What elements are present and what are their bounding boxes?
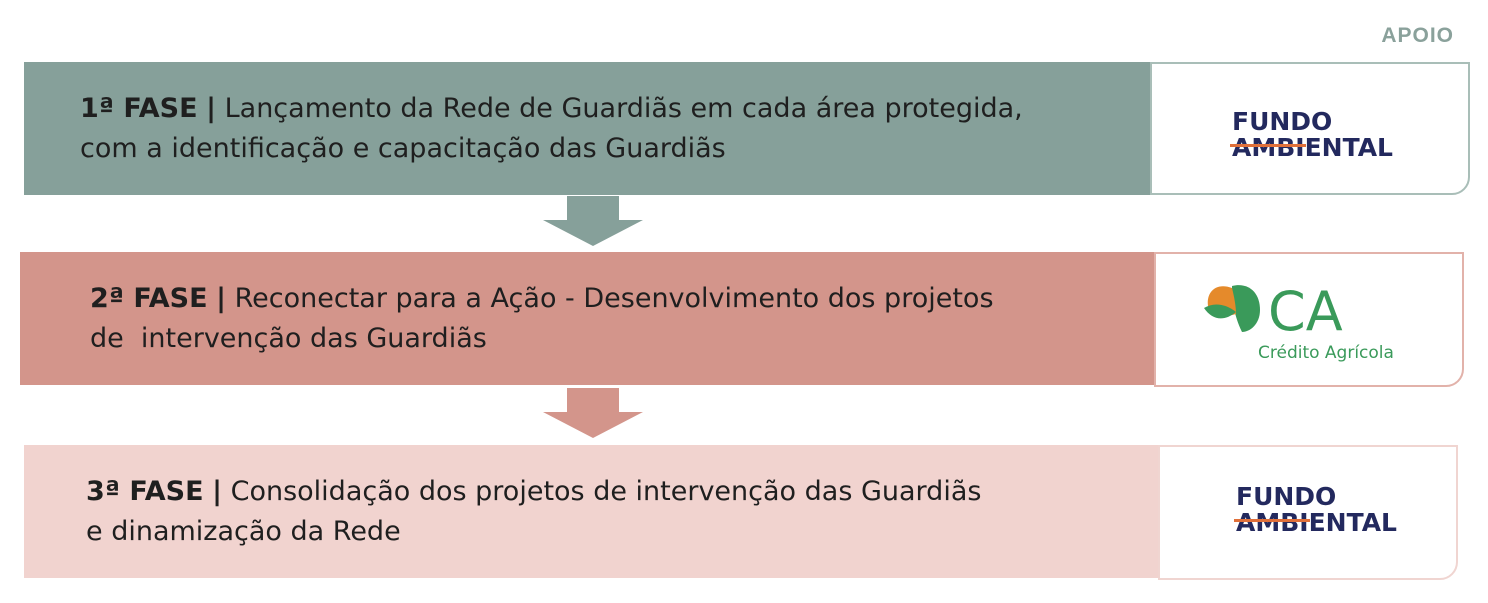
fundo-ambiental-accent-bar [1234, 519, 1310, 522]
phase-2-description-line-1: Reconectar para a Ação - Desenvolvimento… [234, 282, 994, 314]
fundo-ambiental-logo: FUNDO AMBIENTAL [1234, 482, 1397, 537]
phase-3-box: 3ª FASE | Consolidação dos projetos de i… [24, 445, 1160, 578]
phase-3-description-line-1: Consolidação dos projetos de intervenção… [230, 475, 982, 507]
arrow-down-1-icon [543, 196, 643, 246]
phase-3-description-line-2: e dinamização da Rede [86, 515, 401, 547]
phase-3-text: 3ª FASE | Consolidação dos projetos de i… [86, 445, 1120, 578]
phase-2-box: 2ª FASE | Reconectar para a Ação - Desen… [20, 252, 1156, 385]
credito-agricola-logo: CA Crédito Agrícola [1204, 280, 1394, 363]
phase-2-line-1: 2ª FASE | Reconectar para a Ação - Desen… [90, 279, 1116, 319]
fundo-ambiental-logo-line-1: FUNDO [1232, 107, 1332, 136]
credito-agricola-mark: CA [1268, 280, 1343, 343]
phase-3-sponsor-logo-box: FUNDO AMBIENTAL [1158, 445, 1458, 580]
phase-1-text: 1ª FASE | Lançamento da Rede de Guardiãs… [80, 62, 1112, 195]
credito-agricola-leaves-icon [1204, 285, 1260, 332]
fundo-ambiental-logo-line-2: AMBIENTAL [1232, 133, 1393, 162]
phase-2-sponsor-logo-box: CA Crédito Agrícola [1154, 252, 1464, 387]
apoio-label: APOIO [1381, 24, 1454, 47]
phase-1-separator: | [206, 92, 217, 124]
phase-2-description-line-2: de intervenção das Guardiãs [90, 322, 487, 354]
phase-3-line-1: 3ª FASE | Consolidação dos projetos de i… [86, 472, 1120, 512]
fundo-ambiental-logo: FUNDO AMBIENTAL [1230, 107, 1393, 162]
fundo-ambiental-logo-line-1: FUNDO [1236, 482, 1336, 511]
arrow-down-2-icon [543, 388, 643, 438]
phase-1-description-line-2: com a identificação e capacitação das Gu… [80, 132, 726, 164]
phase-2-text: 2ª FASE | Reconectar para a Ação - Desen… [90, 252, 1116, 385]
phase-3-label: 3ª FASE [86, 475, 204, 507]
phase-1-label: 1ª FASE [80, 92, 198, 124]
fundo-ambiental-accent-bar [1230, 144, 1306, 147]
phase-2-label: 2ª FASE [90, 282, 208, 314]
phase-1-sponsor-logo-box: FUNDO AMBIENTAL [1150, 62, 1470, 195]
credito-agricola-name: Crédito Agrícola [1258, 343, 1394, 363]
phase-1-description-line-1: Lançamento da Rede de Guardiãs em cada á… [224, 92, 1023, 124]
phase-3-separator: | [212, 475, 223, 507]
phase-2-separator: | [216, 282, 227, 314]
phase-1-box: 1ª FASE | Lançamento da Rede de Guardiãs… [24, 62, 1152, 195]
phase-1-line-1: 1ª FASE | Lançamento da Rede de Guardiãs… [80, 89, 1112, 129]
fundo-ambiental-logo-line-2: AMBIENTAL [1236, 508, 1397, 537]
